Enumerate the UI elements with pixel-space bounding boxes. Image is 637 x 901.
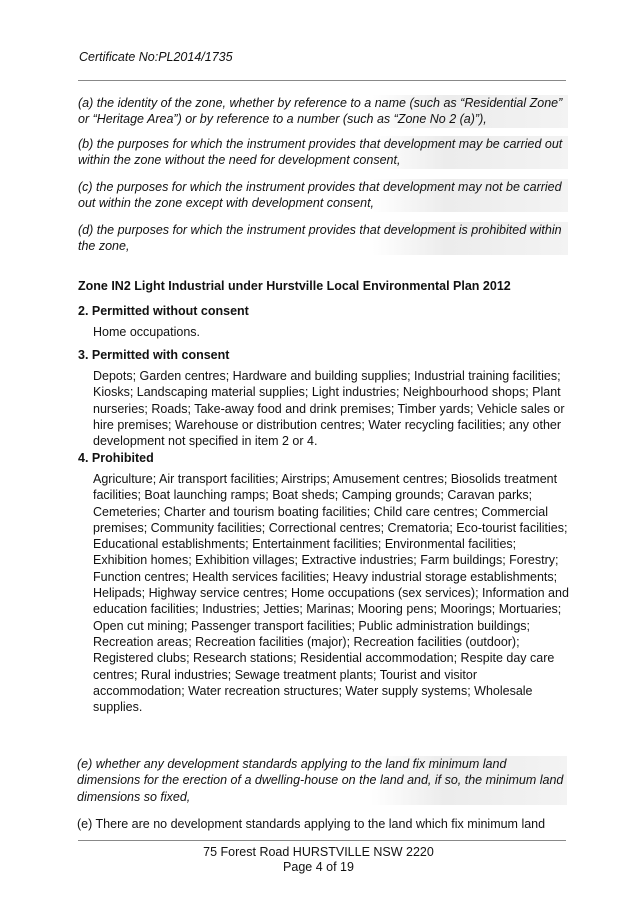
question-e: (e) whether any development standards ap… xyxy=(77,756,567,805)
footer-address: 75 Forest Road HURSTVILLE NSW 2220 xyxy=(203,845,434,859)
item-line: premises; Community facilities; Correcti… xyxy=(93,520,568,535)
question-a: (a) the identity of the zone, whether by… xyxy=(78,95,568,128)
question-b: (b) the purposes for which the instrumen… xyxy=(78,136,568,169)
page-number: Page 4 of 19 xyxy=(283,860,354,874)
item-line: Function centres; Health services facili… xyxy=(93,569,558,584)
item-line: Kiosks; Landscaping material supplies; L… xyxy=(93,385,561,400)
item2-title: 2. Permitted without consent xyxy=(78,304,249,318)
item-line: development not specified in item 2 or 4… xyxy=(93,434,318,449)
item-line: Helipads; Highway service centres; Home … xyxy=(93,586,569,601)
question-line: (b) the purposes for which the instrumen… xyxy=(78,136,568,153)
item-line: Cemeteries; Charter and tourism boating … xyxy=(93,504,549,519)
item-line: Educational establishments; Entertainmen… xyxy=(93,537,517,552)
certificate-number: Certificate No:PL2014/1735 xyxy=(79,50,233,64)
question-line: the zone, xyxy=(78,238,568,255)
item3-body: Depots; Garden centres; Hardware and bui… xyxy=(93,368,565,449)
question-d: (d) the purposes for which the instrumen… xyxy=(78,222,568,255)
item-line: Agriculture; Air transport facilities; A… xyxy=(93,472,558,486)
item-line: education facilities; Industries; Jettie… xyxy=(93,602,562,617)
question-line: or “Heritage Area”) or by reference to a… xyxy=(78,111,568,128)
item3-title: 3. Permitted with consent xyxy=(78,348,230,362)
item-line: hire premises; Warehouse or distribution… xyxy=(93,417,562,432)
item4-body: Agriculture; Air transport facilities; A… xyxy=(93,471,569,715)
zone-heading: Zone IN2 Light Industrial under Hurstvil… xyxy=(78,279,511,293)
item-line: Open cut mining; Passenger transport fac… xyxy=(93,618,531,633)
footer-rule xyxy=(78,840,566,841)
question-line: (c) the purposes for which the instrumen… xyxy=(78,179,568,196)
question-line: out within the zone except with developm… xyxy=(78,195,568,212)
item-line: Home occupations. xyxy=(93,325,201,339)
item-line: Exhibition homes; Exhibition villages; E… xyxy=(93,553,559,568)
item2-body: Home occupations. xyxy=(93,324,200,340)
question-c: (c) the purposes for which the instrumen… xyxy=(78,179,568,212)
item-line: nurseries; Roads; Take-away food and dri… xyxy=(93,401,565,416)
item-line: Recreation areas; Recreation facilities … xyxy=(93,634,520,649)
item4-title: 4. Prohibited xyxy=(78,451,154,465)
header-rule xyxy=(78,80,566,81)
question-line: dimensions so fixed, xyxy=(77,788,567,805)
question-line: (e) whether any development standards ap… xyxy=(77,756,567,773)
item-line: accommodation; Water recreation structur… xyxy=(93,683,533,698)
item-line: supplies. xyxy=(93,700,143,715)
question-line: (a) the identity of the zone, whether by… xyxy=(78,95,568,112)
question-line: (d) the purposes for which the instrumen… xyxy=(78,222,568,239)
item-line: Registered clubs; Research stations; Res… xyxy=(93,651,555,666)
question-line: dimensions for the erection of a dwellin… xyxy=(77,772,567,789)
answer-e: (e) There are no development standards a… xyxy=(77,817,546,831)
item-line: Depots; Garden centres; Hardware and bui… xyxy=(93,369,561,383)
item-line: centres; Rural industries; Sewage treatm… xyxy=(93,667,477,682)
item-line: facilities; Boat launching ramps; Boat s… xyxy=(93,488,533,503)
question-line: within the zone without the need for dev… xyxy=(78,152,568,169)
footer: 75 Forest Road HURSTVILLE NSW 2220 Page … xyxy=(0,845,637,875)
